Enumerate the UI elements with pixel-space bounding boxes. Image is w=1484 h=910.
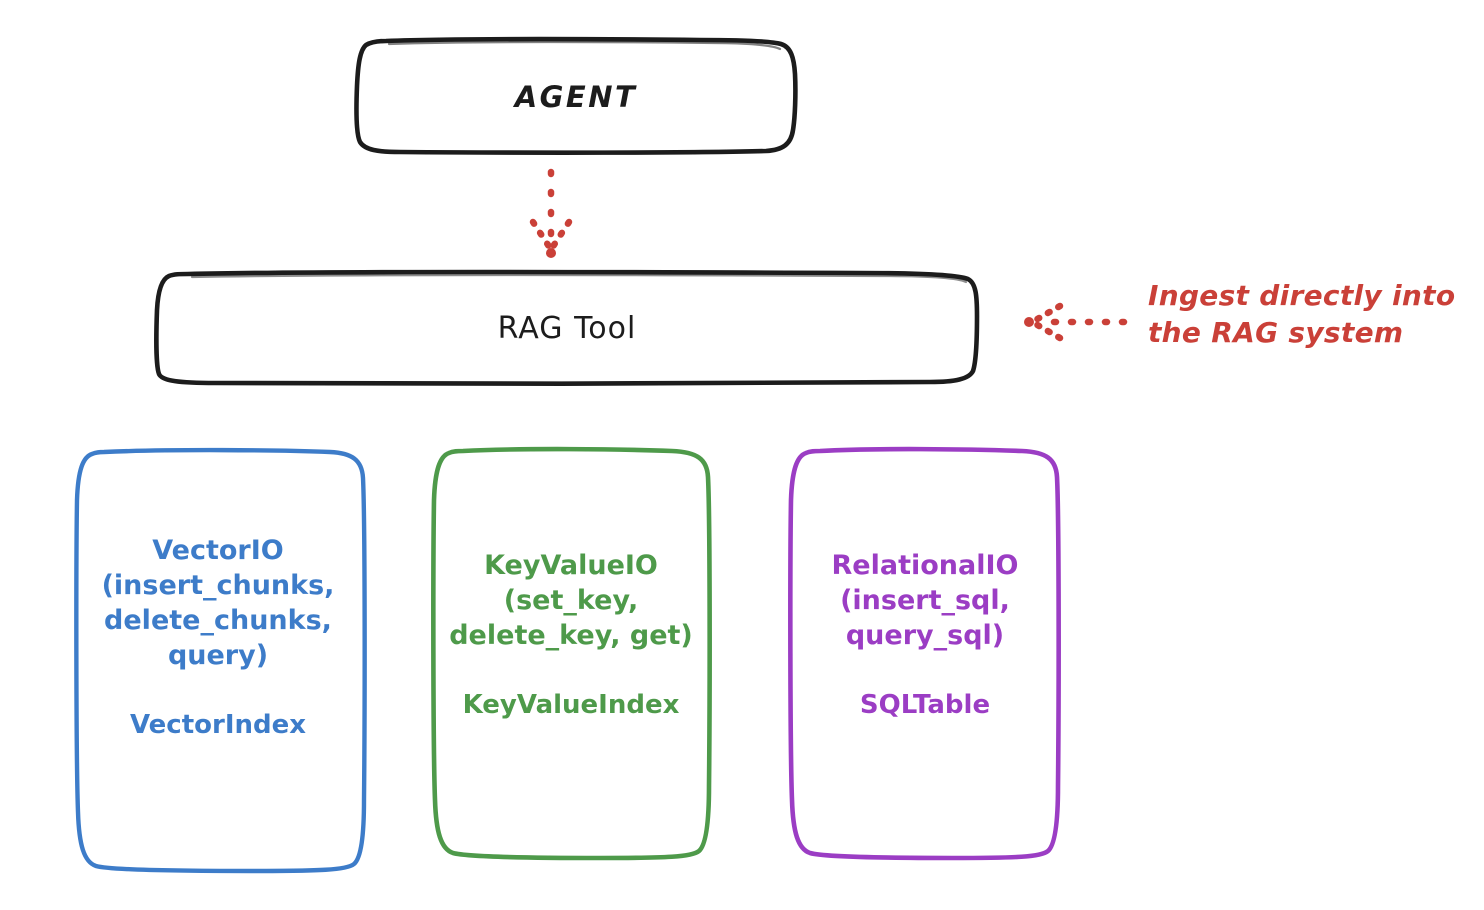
agent-node[interactable] — [354, 36, 798, 155]
arrowhead-tip-left — [1024, 317, 1034, 327]
rag-tool-box-sketch-pass — [190, 273, 968, 284]
rag-tool-box-outline — [154, 269, 980, 386]
vector-io-node[interactable] — [74, 447, 367, 874]
connector-agent-to-rag-tool — [529, 168, 573, 258]
vector-io-box-outline — [74, 447, 367, 874]
agent-box-outline — [354, 36, 798, 155]
arrowhead-left-stroke — [529, 218, 554, 252]
arrowhead-upper-stroke — [1030, 302, 1064, 325]
arrowhead-lower-stroke — [1030, 319, 1064, 342]
relational-io-box-outline — [788, 446, 1061, 861]
relational-io-node[interactable] — [788, 446, 1061, 861]
connector-ingest-to-rag-tool — [1024, 302, 1128, 342]
key-value-io-box-outline — [431, 446, 712, 861]
key-value-io-node[interactable] — [431, 446, 712, 861]
agent-box-sketch-pass — [387, 40, 782, 51]
rag-tool-node[interactable] — [154, 269, 980, 386]
arrowhead-right-stroke — [548, 218, 573, 252]
arrowhead-tip — [546, 248, 556, 258]
